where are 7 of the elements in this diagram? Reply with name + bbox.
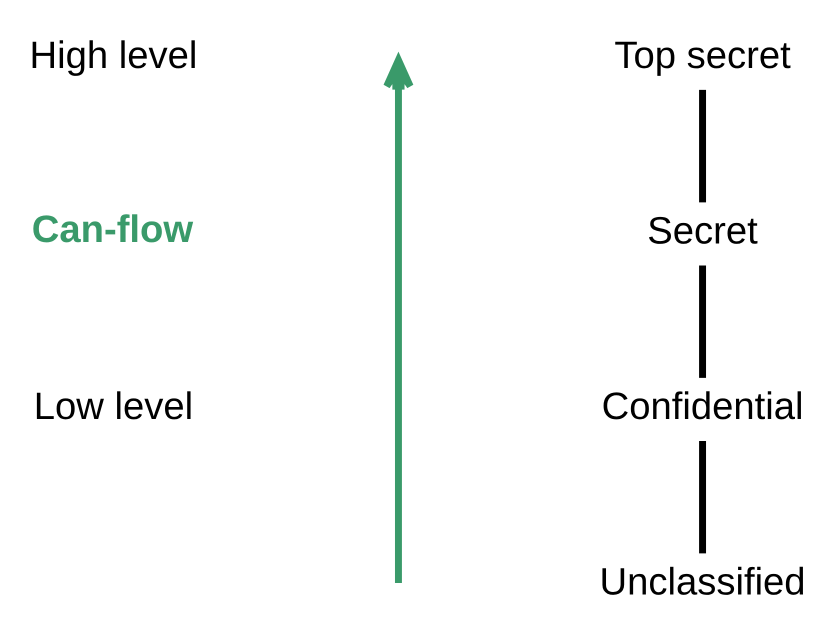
node-text: Unclassified [600, 560, 806, 604]
node-text: Confidential [602, 384, 804, 428]
label: High level [30, 34, 198, 77]
label: Can-flow [32, 208, 194, 251]
label: Low level [34, 384, 194, 428]
node-text: Secret [647, 209, 758, 252]
node-text: Top secret [614, 34, 791, 77]
